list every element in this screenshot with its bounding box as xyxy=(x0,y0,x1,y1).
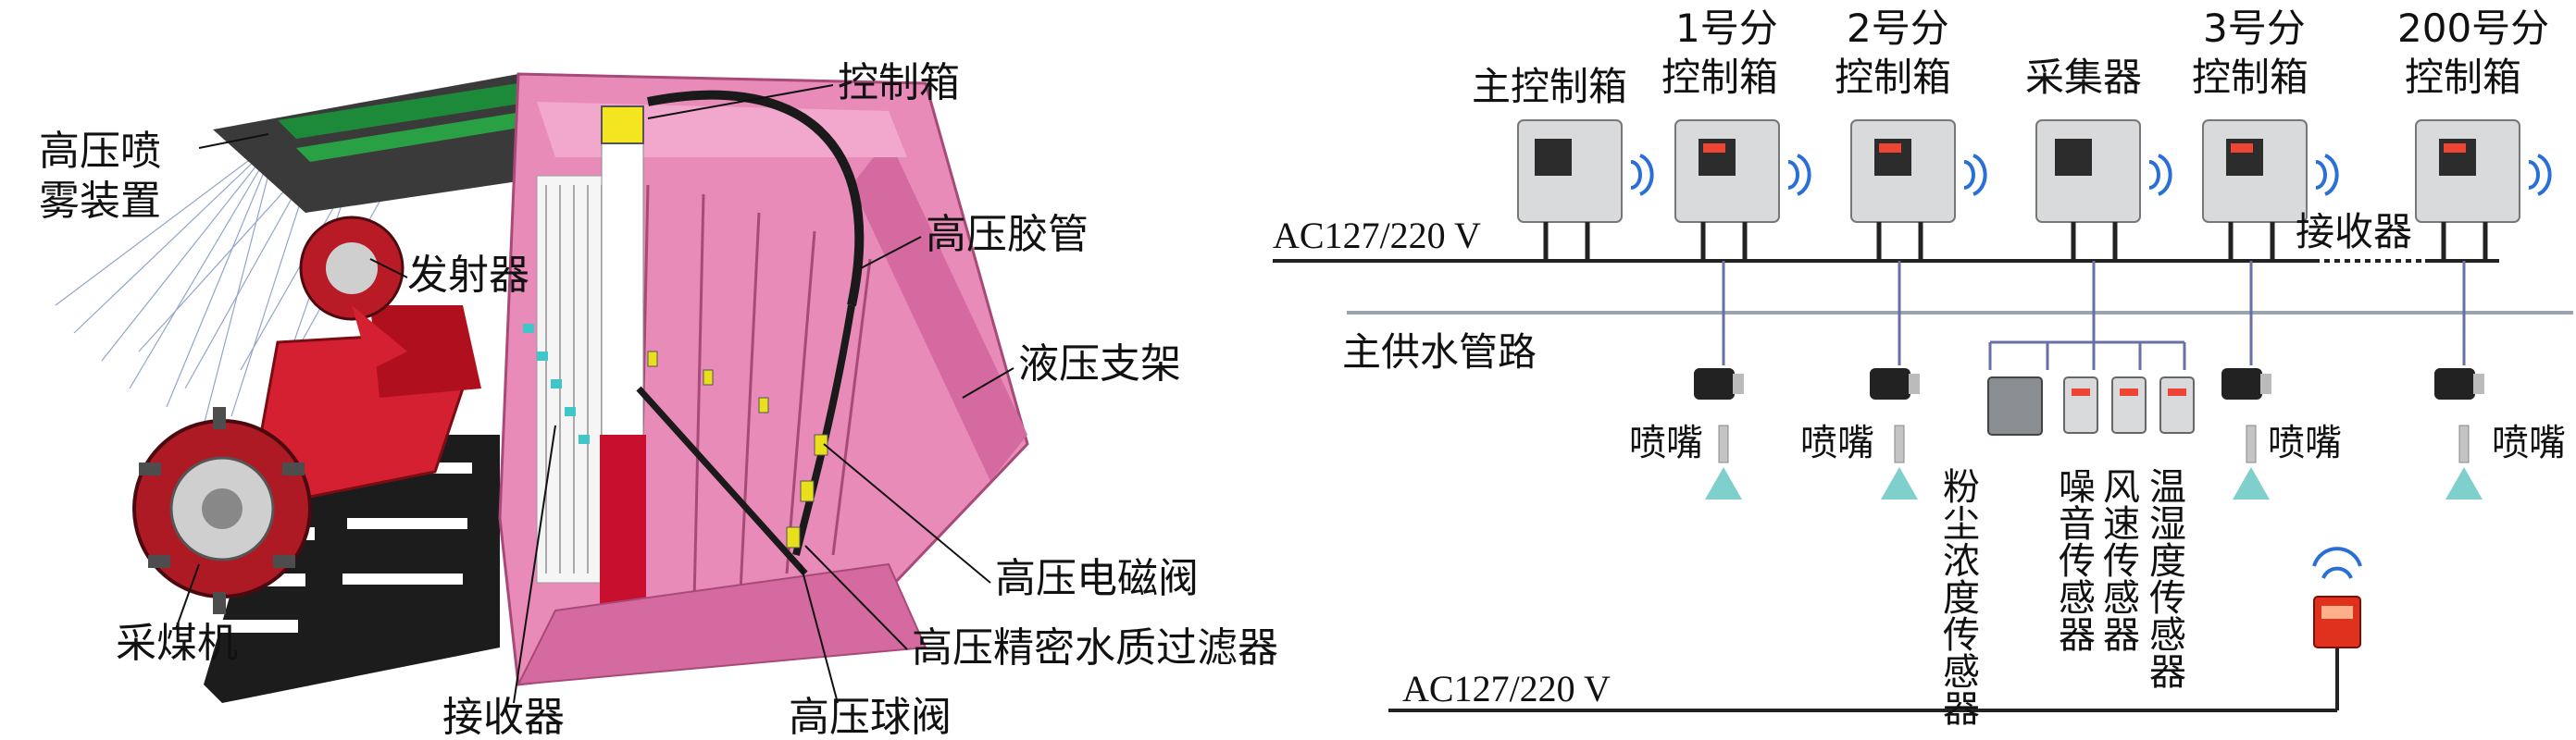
nozzle-2: 喷嘴 xyxy=(1800,368,1920,500)
receiver-icon xyxy=(523,324,590,444)
label-receiver: 接收器 xyxy=(442,694,565,740)
box3-label-b: 控制箱 xyxy=(2192,55,2308,100)
label-transmitter: 发射器 xyxy=(407,252,529,299)
box3-label-a: 3号分 xyxy=(2203,6,2306,51)
box200-label-b: 控制箱 xyxy=(2405,55,2521,100)
power-top-label: AC127/220 V xyxy=(1273,215,1481,256)
label-solenoid-valve: 高压电磁阀 xyxy=(995,555,1199,602)
nozzle-3-label: 喷嘴 xyxy=(2268,422,2342,464)
nozzle-2-label: 喷嘴 xyxy=(1800,422,1874,464)
nozzle-200: 喷嘴 xyxy=(2434,368,2566,500)
high-pressure-hose-icon xyxy=(647,90,865,307)
water-main-label: 主供水管路 xyxy=(1342,329,1537,375)
box1-label-b: 控制箱 xyxy=(1661,55,1778,100)
sensor-temp-label: 温湿度传感器 xyxy=(2143,467,2186,689)
label-high-pressure-hose: 高压胶管 xyxy=(926,211,1089,258)
wireless-signal-icon xyxy=(1630,154,2552,196)
nozzle-3: 喷嘴 xyxy=(2221,368,2342,500)
nozzle-200-label: 喷嘴 xyxy=(2492,422,2566,464)
label-spray-device-2: 雾装置 xyxy=(39,178,161,225)
power-bottom-label: AC127/220 V xyxy=(1402,668,1611,709)
sensor-noise-label: 噪音传感器 xyxy=(2052,467,2096,652)
main-control-box: 主控制箱 xyxy=(1472,64,1627,261)
receiver-label: 接收器 xyxy=(2296,209,2412,254)
left-labels: 高压喷 雾装置 控制箱 发射器 高压胶管 液压支架 采煤机 高压电磁阀 高压精密… xyxy=(39,59,1278,740)
sensor-dust-label: 粉尘浓度传感器 xyxy=(1936,467,1980,726)
box2-label-a: 2号分 xyxy=(1847,6,1949,51)
sensor-bus xyxy=(1988,340,2186,370)
nozzle-drops xyxy=(1722,261,2466,365)
label-precision-filter: 高压精密水质过滤器 xyxy=(912,624,1278,672)
solenoid-valve-icon xyxy=(647,351,828,549)
label-hydraulic-support: 液压支架 xyxy=(1018,340,1181,388)
left-illustration xyxy=(55,72,1029,703)
sensor-devices xyxy=(1987,376,2195,436)
collector-label: 采集器 xyxy=(2025,55,2142,100)
spray-mist-icon xyxy=(55,138,390,426)
label-control-box: 控制箱 xyxy=(838,59,960,106)
box200-label-a: 200号分 xyxy=(2397,6,2549,51)
filter-pipe-icon xyxy=(636,386,808,576)
shearer-icon xyxy=(132,216,481,614)
sensor-wind-label: 风速传感器 xyxy=(2097,467,2140,652)
control-box-2: 2号分 控制箱 xyxy=(1835,6,1956,261)
label-spray-device-1: 高压喷 xyxy=(39,128,161,175)
box2-label-b: 控制箱 xyxy=(1835,55,1951,100)
alarm-beacon-icon xyxy=(2312,547,2362,648)
control-box-3: 3号分 控制箱 xyxy=(2192,6,2308,261)
control-box-1: 1号分 控制箱 xyxy=(1661,6,1780,261)
control-box-icon xyxy=(601,105,644,144)
nozzle-1-label: 喷嘴 xyxy=(1629,422,1703,464)
control-box-200: 200号分 控制箱 xyxy=(2397,6,2549,261)
support-roof-icon xyxy=(213,74,574,213)
label-ball-valve: 高压球阀 xyxy=(789,694,952,740)
nozzle-1: 喷嘴 xyxy=(1629,368,1744,500)
box1-label-a: 1号分 xyxy=(1675,6,1778,51)
hydraulic-support-icon xyxy=(498,72,1029,686)
main-box-label: 主控制箱 xyxy=(1472,64,1627,109)
collector-box: 采集器 xyxy=(2025,55,2142,261)
left-leader-lines xyxy=(175,84,1014,704)
right-schematic: AC127/220 V 主供水管路 AC127/220 V 主控制箱 1号分 控… xyxy=(1273,6,2573,726)
